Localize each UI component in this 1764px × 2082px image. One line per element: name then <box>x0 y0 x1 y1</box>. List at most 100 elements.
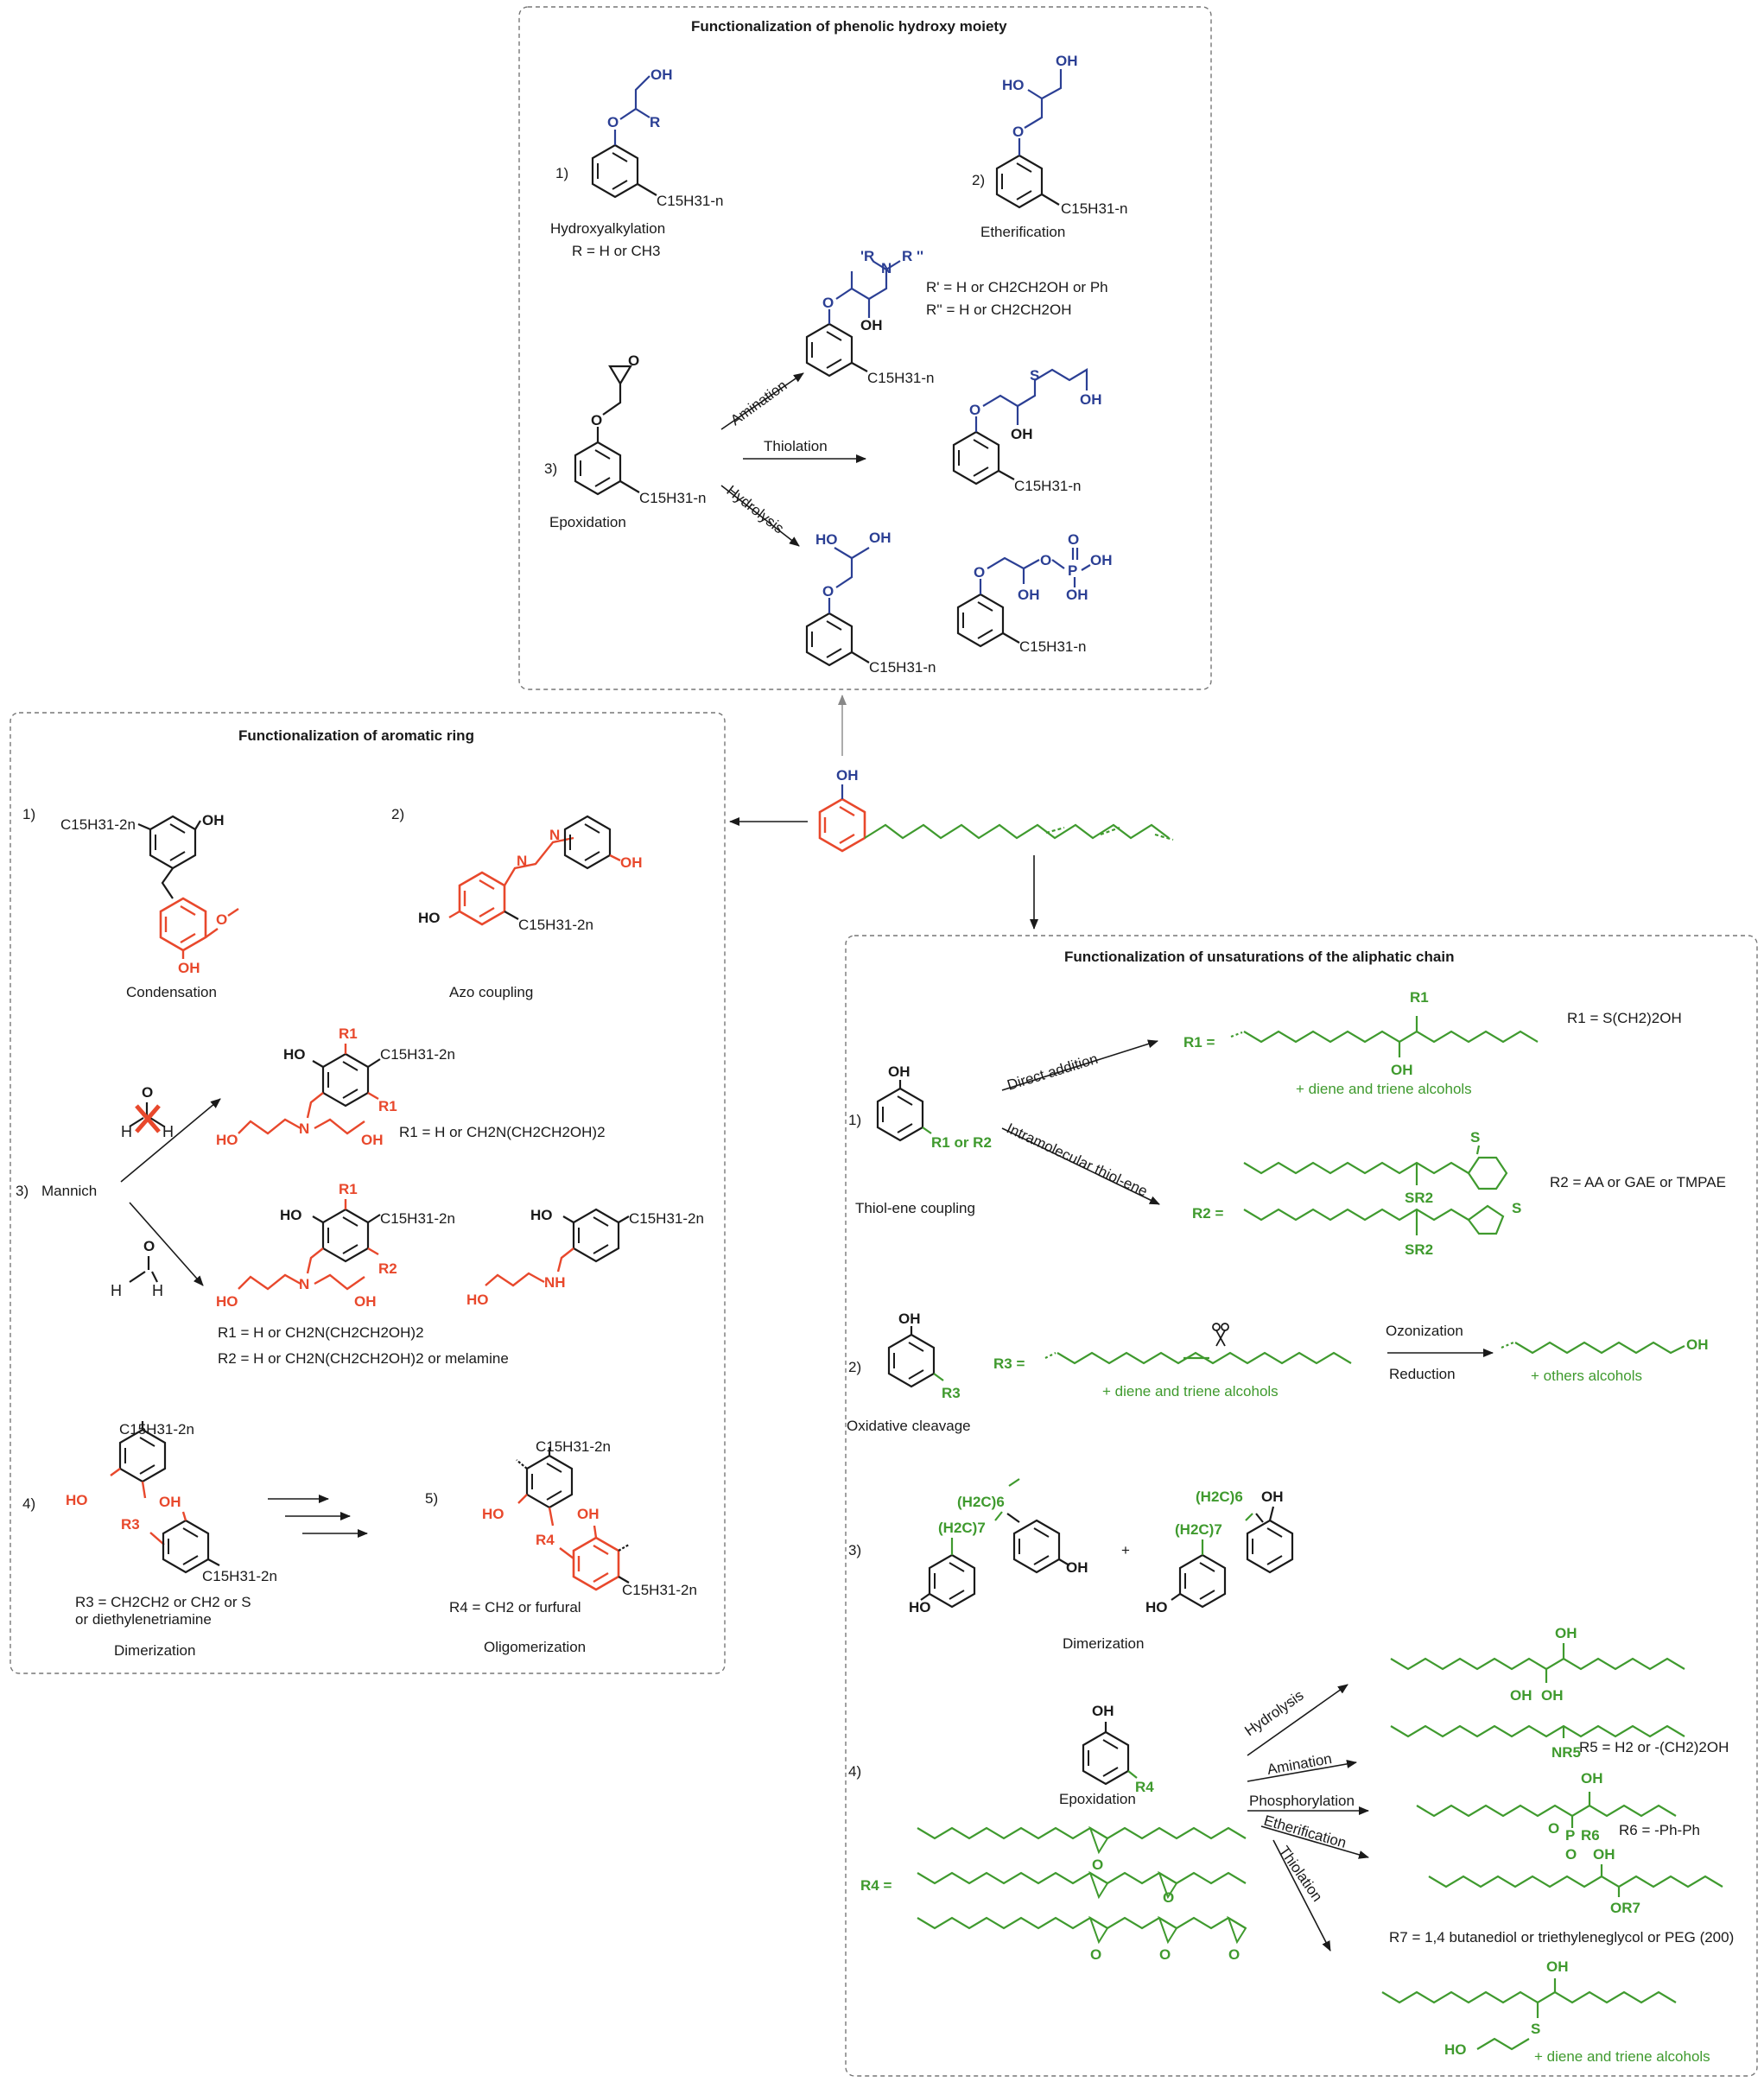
structure-mannich-product-c: HO C15H31-2n NH HO <box>466 1207 704 1308</box>
svg-text:OH: OH <box>1011 426 1033 442</box>
label-intramolecular: Intramolecular thiol-ene <box>1004 1120 1150 1199</box>
arrow-direct-addition <box>1001 1039 1158 1091</box>
svg-text:R' = H or CH2CH2OH or Ph: R' = H or CH2CH2OH or Ph <box>926 279 1108 295</box>
svg-text:O: O <box>1040 552 1051 568</box>
aromatic-title: Functionalization of aromatic ring <box>238 727 474 744</box>
svg-text:R1 = H or CH2N(CH2CH2OH)2: R1 = H or CH2N(CH2CH2OH)2 <box>399 1124 606 1140</box>
svg-text:R2 = AA or GAE or TMPAE: R2 = AA or GAE or TMPAE <box>1550 1174 1726 1190</box>
svg-text:R4 =: R4 = <box>860 1877 892 1894</box>
svg-text:R1 =: R1 = <box>1183 1034 1215 1051</box>
svg-text:O: O <box>822 295 834 311</box>
svg-text:+ diene and triene alcohols: + diene and triene alcohols <box>1296 1081 1472 1097</box>
svg-text:HO: HO <box>283 1046 306 1063</box>
svg-text:R: R <box>650 114 660 130</box>
svg-text:NH: NH <box>544 1274 566 1291</box>
svg-text:R1 or R2: R1 or R2 <box>931 1134 992 1151</box>
structure-hydroxyalkylation: O OH R C15H31-n 1) Hydroxyalkylation R =… <box>550 67 724 259</box>
formaldehyde: O H H <box>111 1238 163 1299</box>
svg-text:OH: OH <box>1581 1770 1603 1787</box>
svg-text:C15H31-2n: C15H31-2n <box>380 1046 455 1063</box>
svg-text:OH: OH <box>1080 391 1102 408</box>
svg-text:O: O <box>216 911 227 928</box>
svg-text:HO: HO <box>66 1492 88 1508</box>
svg-text:O: O <box>969 402 980 418</box>
svg-text:R3 = CH2CH2 or CH2 or S: R3 = CH2CH2 or CH2 or S <box>75 1594 251 1610</box>
structure-oligomerization: 5) C15H31-2n HO R4 OH C15H31-2n R4 = CH2… <box>425 1438 697 1655</box>
structure-thiolation-product: O OH S OH C15H31-n <box>952 367 1102 494</box>
svg-text:2): 2) <box>972 172 985 188</box>
svg-text:OH: OH <box>1510 1687 1532 1704</box>
label-thiolation: Thiolation <box>764 438 828 454</box>
svg-text:OH: OH <box>1541 1687 1564 1704</box>
product-amine: NR5 R5 = H2 or -(CH2)2OH <box>1390 1724 1729 1761</box>
svg-text:C15H31-2n: C15H31-2n <box>119 1421 194 1438</box>
svg-text:OH: OH <box>1066 1559 1088 1576</box>
svg-text:OH: OH <box>1593 1846 1615 1863</box>
svg-text:OH: OH <box>1018 587 1040 603</box>
svg-text:OH: OH <box>898 1311 921 1327</box>
structure-dimerization-aliphatic: 3) HO (H2C)7 (H2C)6 OH + HO (H2C)7 (H2C)… <box>848 1478 1294 1652</box>
svg-text:Oxidative cleavage: Oxidative cleavage <box>847 1418 971 1434</box>
svg-text:R'' = H or CH2CH2OH: R'' = H or CH2CH2OH <box>926 302 1072 318</box>
arrow-intramolecular <box>1001 1127 1160 1205</box>
svg-text:C15H31-2n: C15H31-2n <box>536 1438 611 1455</box>
svg-text:Thiol-ene coupling: Thiol-ene coupling <box>855 1200 975 1216</box>
svg-text:2): 2) <box>848 1359 861 1375</box>
svg-text:C15H31-2n: C15H31-2n <box>202 1568 277 1584</box>
panel-aromatic <box>10 712 726 1674</box>
svg-text:'R: 'R <box>860 248 874 264</box>
arrow-ep-etherification <box>1260 1825 1369 1859</box>
mannich-label: Mannich <box>41 1183 97 1199</box>
svg-text:SR2: SR2 <box>1405 1241 1433 1258</box>
svg-text:+ others alcohols: + others alcohols <box>1531 1368 1642 1384</box>
structure-epoxidation: O O C15H31-n 3) Epoxidation <box>544 352 707 530</box>
structure-dimerization-aromatic: 4) C15H31-2n HO R3 OH C15H31-2n R3 = CH2… <box>22 1421 277 1659</box>
svg-text:5): 5) <box>425 1490 438 1507</box>
svg-text:(H2C)6: (H2C)6 <box>1196 1489 1243 1505</box>
product-ether: OH OR7 R7 = 1,4 butanediol or triethylen… <box>1389 1846 1734 1946</box>
svg-text:R1: R1 <box>339 1181 358 1197</box>
svg-text:O: O <box>974 564 985 581</box>
svg-text:O: O <box>1068 531 1079 548</box>
arrow-ep-thiolation <box>1272 1839 1331 1952</box>
aliphatic-title: Functionalization of unsaturations of th… <box>1064 949 1454 965</box>
svg-text:N: N <box>517 853 527 869</box>
svg-text:R3: R3 <box>121 1516 140 1533</box>
svg-text:Ozonization: Ozonization <box>1386 1323 1463 1339</box>
svg-text:C15H31-n: C15H31-n <box>657 193 724 209</box>
svg-text:R5 = H2 or -(CH2)2OH: R5 = H2 or -(CH2)2OH <box>1579 1739 1729 1755</box>
svg-text:4): 4) <box>22 1495 35 1512</box>
svg-text:OH: OH <box>354 1293 377 1310</box>
svg-text:OH: OH <box>202 812 225 828</box>
svg-text:4): 4) <box>848 1763 861 1780</box>
svg-text:P: P <box>1565 1827 1575 1844</box>
svg-text:R7 = 1,4 butanediol or triethy: R7 = 1,4 butanediol or triethyleneglycol… <box>1389 1929 1734 1946</box>
svg-text:R4: R4 <box>1135 1779 1154 1795</box>
product-diol: OH OH OH <box>1390 1625 1685 1704</box>
label-amination: Amination <box>727 377 790 428</box>
structure-condensation: 1) OH C15H31-2n O OH Condensation <box>22 806 239 1000</box>
svg-text:3): 3) <box>544 460 557 477</box>
svg-text:R4: R4 <box>536 1532 555 1548</box>
svg-text:OH: OH <box>361 1132 384 1148</box>
svg-text:OH: OH <box>1261 1489 1284 1505</box>
svg-text:OH: OH <box>1546 1958 1569 1975</box>
svg-text:S: S <box>1531 2021 1540 2037</box>
svg-text:R6: R6 <box>1581 1827 1600 1844</box>
arrow-ep-hydrolysis <box>1247 1684 1348 1756</box>
svg-text:S: S <box>1030 367 1039 384</box>
label-hydrolysis: Hydrolysis <box>724 482 787 536</box>
svg-text:R1 = S(CH2)2OH: R1 = S(CH2)2OH <box>1567 1010 1682 1026</box>
svg-text:HO: HO <box>1444 2041 1467 2058</box>
svg-text:R1: R1 <box>339 1025 358 1042</box>
svg-text:C15H31-2n: C15H31-2n <box>60 816 136 833</box>
structure-mannich-product-b: HO R1 C15H31-2n R2 N HO OH R1 = H or CH2… <box>216 1181 509 1367</box>
svg-text:R3 =: R3 = <box>993 1355 1025 1372</box>
svg-text:C15H31-2n: C15H31-2n <box>380 1210 455 1227</box>
svg-text:Dimerization: Dimerization <box>114 1642 195 1659</box>
svg-text:S: S <box>1470 1129 1480 1146</box>
svg-text:C15H31-n: C15H31-n <box>639 490 707 506</box>
structure-mannich-product-a: HO R1 C15H31-2n R1 N HO OH R1 = H or CH2… <box>216 1025 606 1148</box>
svg-text:O: O <box>628 352 639 369</box>
label-ep-etherification: Etherification <box>1262 1812 1348 1851</box>
